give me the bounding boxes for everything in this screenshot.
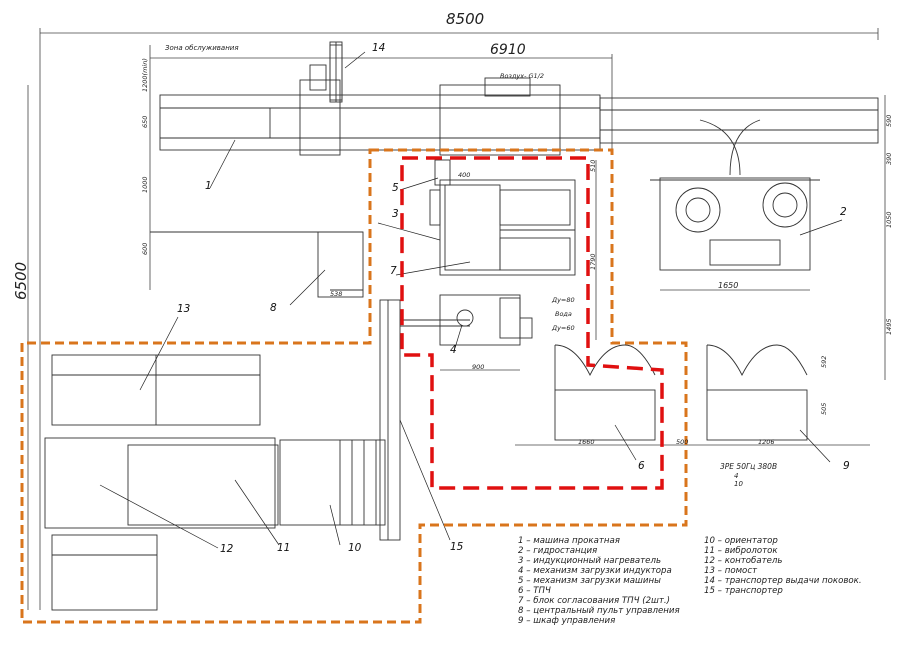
legend-item: 1 – машина прокатная	[518, 536, 620, 546]
legend-item: 5 – механизм загрузки машины	[518, 576, 661, 586]
dim-592: 592	[820, 355, 828, 368]
du80-label: Ду=80	[552, 296, 575, 304]
legend-left: 1 – машина прокатная 2 – гидростанция 3 …	[518, 536, 680, 626]
dim-590: 590	[885, 114, 893, 127]
legend-item: 4 – механизм загрузки индуктора	[518, 566, 672, 576]
dim-1000: 1000	[141, 176, 149, 193]
legend-item: 6 – ТПЧ	[518, 586, 551, 596]
vibro-feeder-11-and-orientator-10	[44, 299, 401, 541]
dim-1200: 1200(min)	[141, 58, 149, 92]
conveyor-right	[599, 97, 879, 176]
dim-1495: 1495	[885, 318, 893, 335]
conveyor-14	[329, 41, 343, 103]
legend-right: 10 – ориентатор 11 – вибролоток 12 – кон…	[704, 536, 862, 596]
callout-2: 2	[840, 206, 847, 218]
legend-item: 15 – транспортер	[704, 586, 783, 596]
service-zone-label: Зона обслуживания	[165, 44, 239, 52]
callout-6: 6	[638, 460, 645, 472]
dim-1790: 1790	[589, 253, 597, 270]
tpch-6-and-cabinet-9	[554, 344, 808, 441]
overall-height-label: 6500	[12, 261, 30, 300]
legend-item: 11 – вибролоток	[704, 546, 778, 556]
dim-505: 505	[820, 402, 828, 415]
air-supply-label: Воздух- G1/2	[500, 72, 544, 80]
dim-500: 500	[676, 438, 689, 446]
legend-item: 2 – гидростанция	[518, 546, 598, 556]
callout-15: 15	[450, 541, 464, 553]
orange-zone	[20, 148, 688, 624]
dim-1050: 1050	[885, 211, 893, 228]
legend-item: 14 – транспортер выдачи поковок.	[704, 576, 862, 586]
hydro-station-2	[650, 177, 820, 271]
control-panel-8	[150, 231, 364, 298]
inductor-heater-3	[429, 159, 576, 276]
du60-label: Ду=60	[552, 324, 575, 332]
callout-8: 8	[270, 302, 277, 314]
callout-9: 9	[843, 460, 850, 472]
callout-13: 13	[177, 303, 191, 315]
legend-item: 13 – помост	[704, 566, 758, 576]
red-zone	[400, 156, 664, 490]
dimension-lines	[27, 28, 886, 610]
callout-1: 1	[205, 180, 212, 192]
power-4-label: 4	[734, 472, 739, 480]
legend-item: 10 – ориентатор	[704, 536, 778, 546]
inner-width-label: 6910	[490, 42, 526, 58]
dim-1206: 1206	[758, 438, 775, 446]
loader-mechanisms	[400, 294, 533, 346]
callout-4: 4	[450, 344, 457, 356]
power-supply-label: 3PE 50Гц 380В	[720, 462, 778, 471]
dim-600: 600	[141, 242, 149, 255]
dim-1660: 1660	[578, 438, 595, 446]
callout-3: 3	[392, 208, 399, 220]
dim-538: 538	[330, 290, 343, 298]
water-label: Вода	[555, 310, 572, 318]
leaders	[99, 51, 843, 549]
dim-1650: 1650	[718, 281, 739, 290]
legend-item: 7 – блок согласования ТПЧ (2шт.)	[518, 596, 670, 606]
callout-11: 11	[277, 542, 291, 554]
overall-width-label: 8500	[446, 10, 485, 28]
legend-item: 12 – контобатель	[704, 556, 783, 566]
callout-14: 14	[372, 42, 386, 54]
legend-item: 3 – индукционный нагреватель	[518, 556, 662, 566]
legend-item: 9 – шкаф управления	[518, 616, 616, 626]
dim-650: 650	[141, 115, 149, 128]
dim-900: 900	[472, 363, 485, 371]
callout-7: 7	[390, 265, 397, 277]
platform-13	[51, 354, 261, 611]
legend-item: 8 – центральный пульт управления	[518, 606, 680, 616]
callout-10: 10	[348, 542, 362, 554]
dim-390: 390	[885, 152, 893, 165]
power-10-label: 10	[734, 480, 743, 488]
machine-1-rolling	[159, 44, 601, 156]
dim-400: 400	[458, 171, 471, 179]
callout-5: 5	[392, 182, 399, 194]
dim-510: 510	[589, 159, 597, 172]
callout-12: 12	[220, 543, 234, 555]
